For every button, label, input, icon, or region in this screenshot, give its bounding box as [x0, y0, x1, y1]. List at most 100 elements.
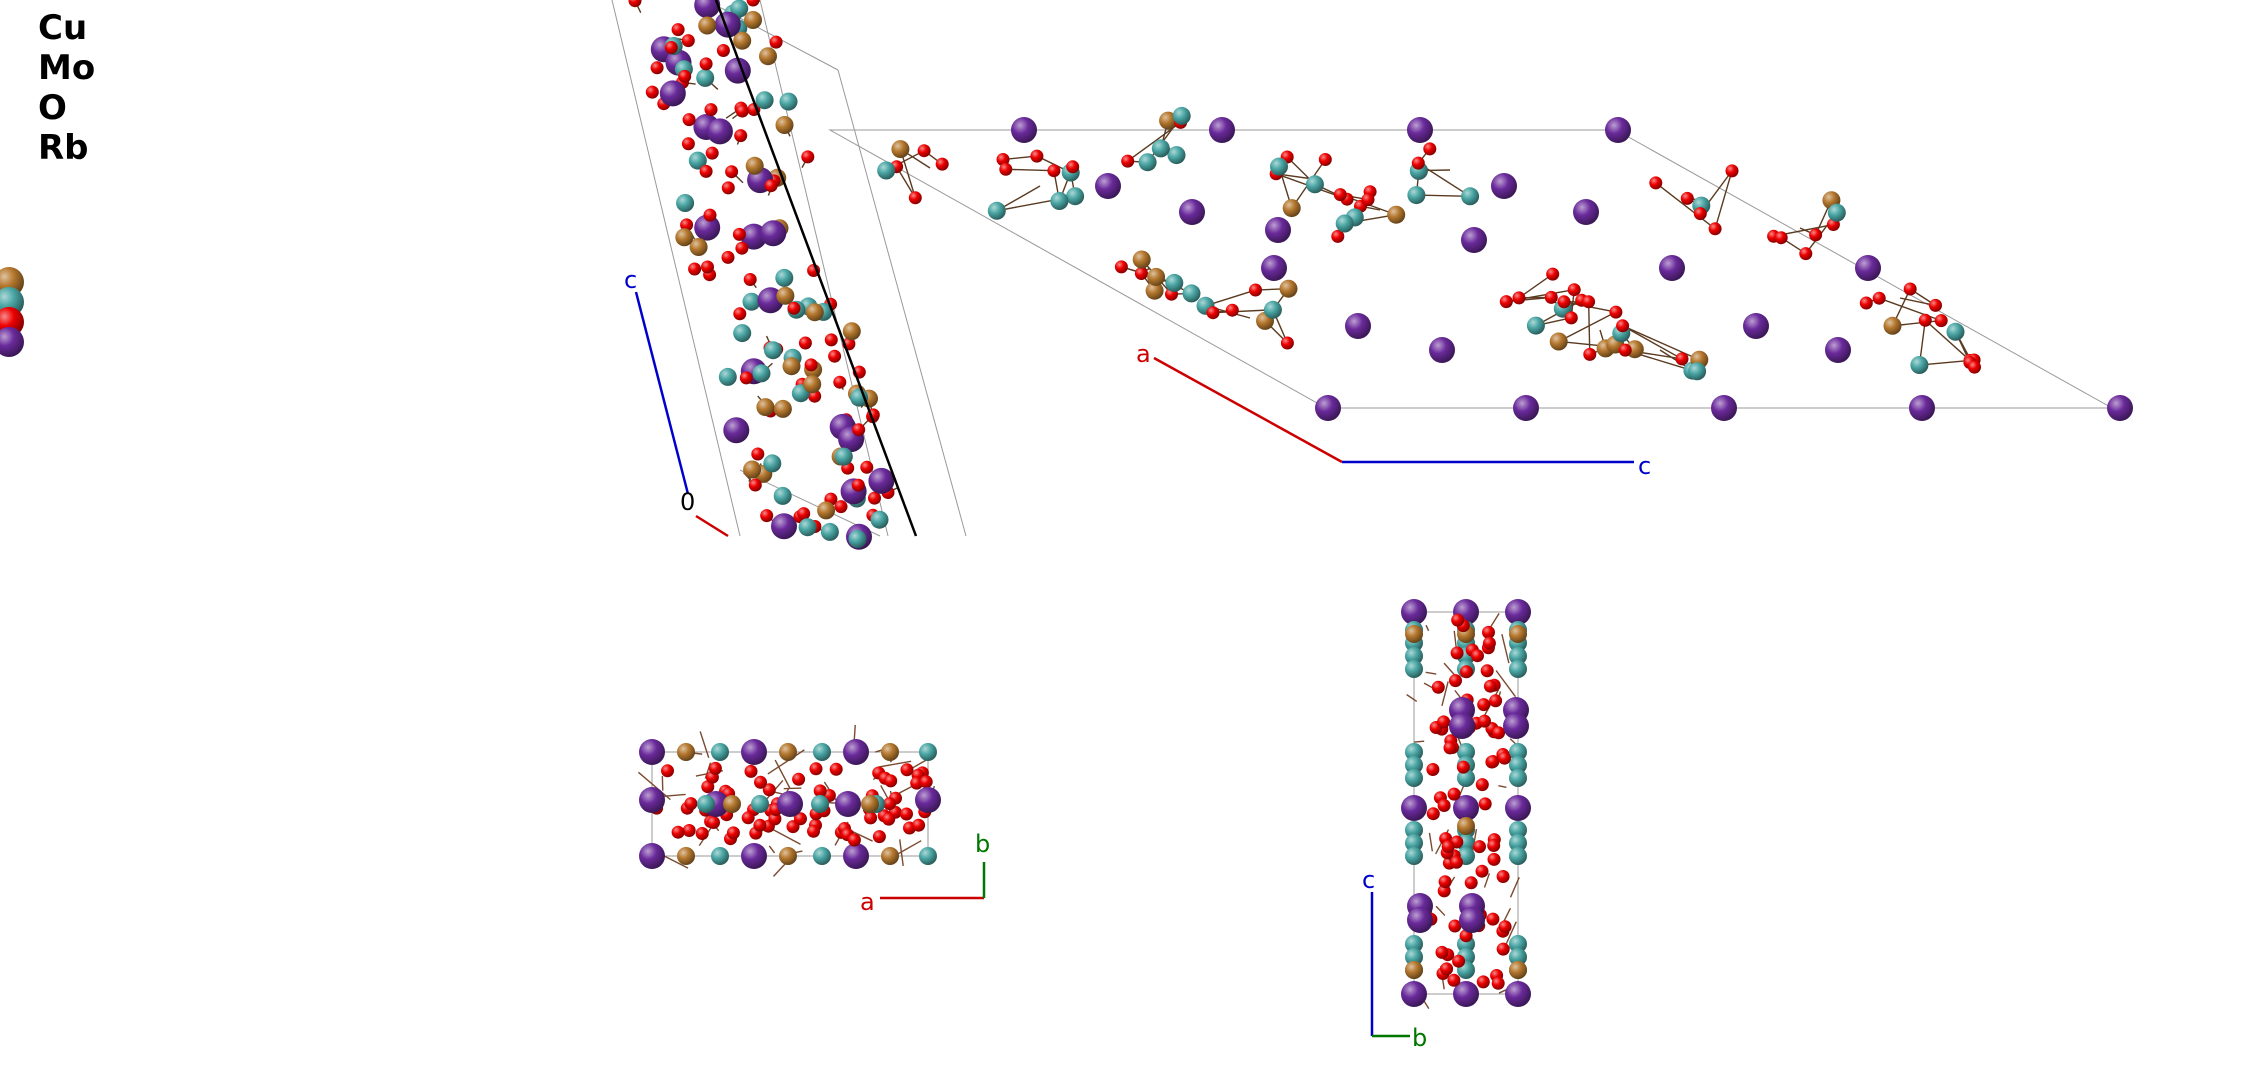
atom-o — [828, 349, 842, 363]
atom-o — [1423, 142, 1437, 156]
bond — [1414, 740, 1425, 743]
atom-mo — [1066, 187, 1085, 206]
perspective-atoms — [628, 0, 895, 550]
atom-o — [807, 824, 820, 838]
atom-o — [768, 812, 782, 826]
atom-o — [1280, 336, 1294, 350]
atom-o — [671, 825, 685, 839]
atom-o — [798, 336, 812, 350]
atom-rb — [1429, 337, 1455, 363]
bond — [1622, 325, 1683, 360]
atom-mo — [1509, 769, 1527, 787]
atom-mo — [688, 151, 707, 170]
legend-swatch-rb — [0, 327, 24, 357]
atom-mo — [919, 743, 937, 761]
atom-o — [688, 262, 702, 276]
atom-o — [1496, 942, 1510, 956]
atom-mo — [1509, 743, 1527, 761]
atom-o — [769, 35, 783, 49]
atom-mo — [1405, 769, 1423, 787]
atom-cu — [1279, 279, 1298, 298]
atom-o — [1918, 313, 1932, 327]
atom-rb — [741, 739, 767, 765]
perspective-a-axis-stub — [695, 514, 729, 538]
atom-o — [650, 61, 664, 75]
atom-mo — [919, 847, 937, 865]
bond — [1495, 670, 1517, 698]
atom-cu — [817, 501, 836, 520]
atom-o — [1496, 870, 1510, 883]
atom-cu — [745, 156, 764, 175]
atom-o — [1443, 741, 1457, 755]
perspective-diagonal — [714, 0, 918, 537]
bond — [1878, 297, 1942, 322]
atom-mo — [730, 0, 749, 18]
atom-mo — [1827, 203, 1846, 222]
atom-o — [834, 500, 848, 514]
atom-o — [735, 104, 749, 118]
atom-mo — [1407, 186, 1426, 205]
atom-mo — [987, 201, 1006, 220]
atom-o — [1047, 164, 1061, 178]
atom-o — [1437, 799, 1451, 812]
bond — [1587, 301, 1591, 355]
atom-rb — [1573, 199, 1599, 225]
atom-o — [1903, 282, 1917, 296]
atom-o — [1441, 840, 1455, 854]
atom-o — [664, 41, 678, 54]
atom-mo — [1910, 356, 1929, 374]
atom-cu — [1405, 625, 1423, 643]
atom-o — [695, 827, 709, 840]
bond — [1655, 182, 1716, 230]
atom-mo — [1509, 834, 1527, 852]
atom-o — [748, 478, 762, 492]
atom-o — [1438, 875, 1452, 889]
atom-o — [917, 144, 931, 158]
atom-o — [716, 44, 730, 57]
atom-o — [1435, 945, 1449, 959]
atom-cu — [881, 743, 899, 761]
atom-cu — [743, 460, 762, 479]
atom-o — [1480, 664, 1494, 678]
atom-o — [1440, 962, 1454, 976]
view-c-b-label: b — [975, 830, 990, 858]
atom-o — [787, 301, 801, 315]
view-a-c-label: c — [1362, 866, 1375, 894]
atom-rb — [1407, 907, 1433, 933]
atom-o — [1471, 649, 1484, 663]
atom-o — [681, 34, 695, 48]
atom-o — [908, 191, 922, 205]
atom-mo — [1305, 175, 1324, 194]
atom-o — [1483, 679, 1497, 693]
atom-mo — [1138, 153, 1157, 172]
atom-o — [804, 358, 818, 372]
atom-o — [833, 375, 847, 389]
atom-rb — [777, 791, 803, 817]
atom-o — [900, 763, 914, 777]
atom-cu — [1457, 817, 1475, 835]
atom-rb — [1011, 117, 1037, 143]
atom-rb — [706, 118, 733, 145]
atom-o — [661, 764, 674, 778]
atom-o — [708, 761, 722, 775]
atom-o — [1475, 778, 1489, 792]
atom-mo — [1405, 847, 1423, 865]
atom-o — [1411, 156, 1425, 170]
atom-o — [868, 491, 881, 505]
atom-o — [678, 69, 692, 83]
atom-rb — [639, 843, 665, 869]
atom-rb — [1505, 599, 1531, 625]
atom-cu — [1509, 961, 1527, 979]
atom-o — [864, 811, 878, 825]
atom-o — [1582, 295, 1596, 309]
atom-mo — [1335, 214, 1354, 233]
atom-rb — [1605, 117, 1631, 143]
atom-o — [1114, 260, 1128, 274]
atom-o — [703, 208, 717, 222]
atom-o — [1546, 267, 1560, 281]
atom-o — [1318, 153, 1332, 166]
atom-o — [1498, 751, 1511, 765]
atom-o — [1437, 715, 1451, 729]
atom-mo — [1263, 300, 1282, 319]
atom-rb — [1401, 981, 1427, 1007]
